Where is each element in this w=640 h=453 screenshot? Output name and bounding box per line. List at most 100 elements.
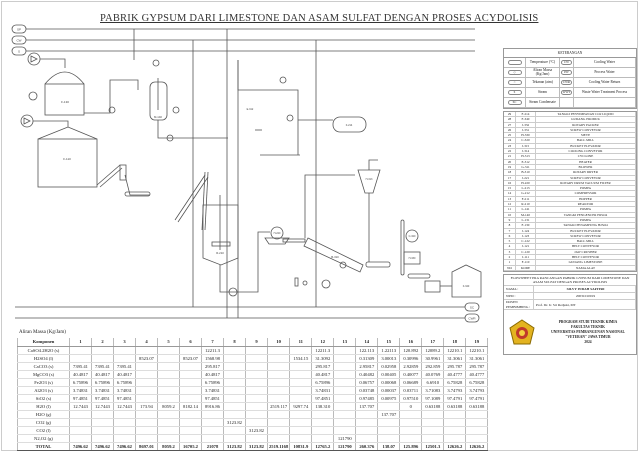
table-row: H2O (g)137.707: [17, 410, 489, 419]
table-cell: 3.74831: [201, 386, 224, 395]
legend-symbol-icon: ○: [507, 80, 522, 85]
table-cell: [91, 418, 114, 427]
table-cell: [289, 346, 313, 355]
table-cell: [421, 418, 445, 427]
table-cell: [333, 362, 357, 371]
total-cell: 8697.01: [135, 441, 158, 451]
sieve-tag: H-330: [409, 257, 416, 260]
table-cell: [245, 354, 268, 363]
equipment-name: JAW CRUSHER: [536, 249, 636, 255]
equipment-no: 29: [504, 112, 516, 117]
component-name: H2O (l): [17, 402, 70, 411]
table-cell: 3.74831: [113, 386, 136, 395]
table-row: CO2 (l)3123.82: [17, 426, 489, 435]
equipment-code: J-314: [516, 149, 536, 154]
table-cell: [311, 434, 335, 443]
table-cell: 97.1089: [421, 394, 445, 403]
column-header: 1: [69, 338, 92, 347]
equipment-no: 24: [504, 138, 516, 143]
table-cell: [289, 378, 313, 387]
table-cell: 2519.117: [266, 402, 291, 411]
utility-cw-badge: [11, 35, 27, 45]
table-cell: [135, 434, 158, 443]
table-cell: [157, 394, 180, 403]
equipment-no: 4: [504, 244, 516, 249]
equipment-no: 26: [504, 127, 516, 133]
legend-symbol-cell: S: [504, 88, 526, 98]
table-cell: 0.00068: [377, 378, 401, 387]
legend-symbol-icon: S: [507, 90, 522, 95]
column-header: 17: [421, 338, 445, 347]
component-name: Fe2O3 (s): [17, 378, 70, 387]
table-cell: 2.95817: [355, 362, 379, 371]
table-cell: [311, 410, 335, 419]
equipment-header-code: KODE: [516, 265, 536, 270]
equipment-no: 27: [504, 122, 516, 127]
total-cell: 121790: [333, 441, 357, 451]
table-cell: 40.4817: [113, 370, 136, 379]
utility-sp-badge: [11, 24, 27, 34]
title-block: FLOWSHEET PRA RANCANGAN PABRIK GYPSUM DA…: [503, 274, 637, 356]
column-header: 13: [333, 338, 357, 347]
legend-code-badge: PW: [561, 70, 572, 75]
column-header: 19: [465, 338, 489, 347]
equipment-name: BELT CONVEYOR: [536, 255, 636, 260]
cyclone: H-313: [357, 159, 381, 262]
table-cell: [201, 426, 224, 435]
legend-symbol-cell: ◇: [504, 68, 526, 78]
table-cell: [245, 386, 268, 395]
table-cell: [399, 426, 423, 435]
legend-label: Tekanan (atm): [526, 78, 560, 88]
student-npm: 20031010019: [534, 293, 636, 301]
table-cell: [179, 426, 202, 435]
equipment-no: 10: [504, 212, 516, 217]
equipment-code: J-121: [516, 244, 536, 249]
equipment-code: J-124: [516, 228, 536, 233]
equipment-no: 12: [504, 202, 516, 207]
equipment-no: 18: [504, 170, 516, 175]
table-cell: [223, 370, 246, 379]
total-label: TOTAL: [17, 441, 70, 451]
equipment-code: M-140: [516, 212, 536, 217]
table-cell: [333, 402, 357, 411]
university-logo: [504, 310, 540, 354]
table-cell: 6.75896: [311, 378, 335, 387]
equipment-name: HOPPER: [536, 196, 636, 202]
table-cell: [157, 362, 180, 371]
table-cell: 0.40482: [355, 370, 379, 379]
table-cell: [289, 418, 313, 427]
table-cell: [399, 434, 423, 443]
table-cell: [223, 362, 246, 371]
table-cell: [69, 434, 92, 443]
equipment-no: 1: [504, 260, 516, 265]
table-cell: [399, 418, 423, 427]
column-header: 7: [201, 338, 224, 347]
legend-code-badge: WWT: [561, 89, 572, 95]
table-cell: 31.3061: [465, 354, 489, 363]
table-cell: [377, 402, 401, 411]
limestone-silo: F-110: [20, 114, 151, 197]
table-cell: [333, 354, 357, 363]
table-cell: [333, 426, 357, 435]
equipment-code: F-340: [516, 117, 536, 122]
table-cell: 0.63188: [443, 402, 467, 411]
component-name: H2SO4 (l): [17, 354, 70, 363]
equipment-code: H-220: [516, 180, 536, 186]
total-cell: 7496.62: [69, 441, 92, 451]
equipment-no: 11: [504, 207, 516, 212]
utility-cwr-badge: [464, 313, 480, 323]
table-cell: 0.02958: [377, 362, 401, 371]
page-title: PABRIK GYPSUM DARI LIMESTONE DAN ASAM SU…: [100, 13, 539, 24]
table-cell: 40.4817: [311, 370, 335, 379]
total-cell: 138.07: [377, 441, 401, 451]
